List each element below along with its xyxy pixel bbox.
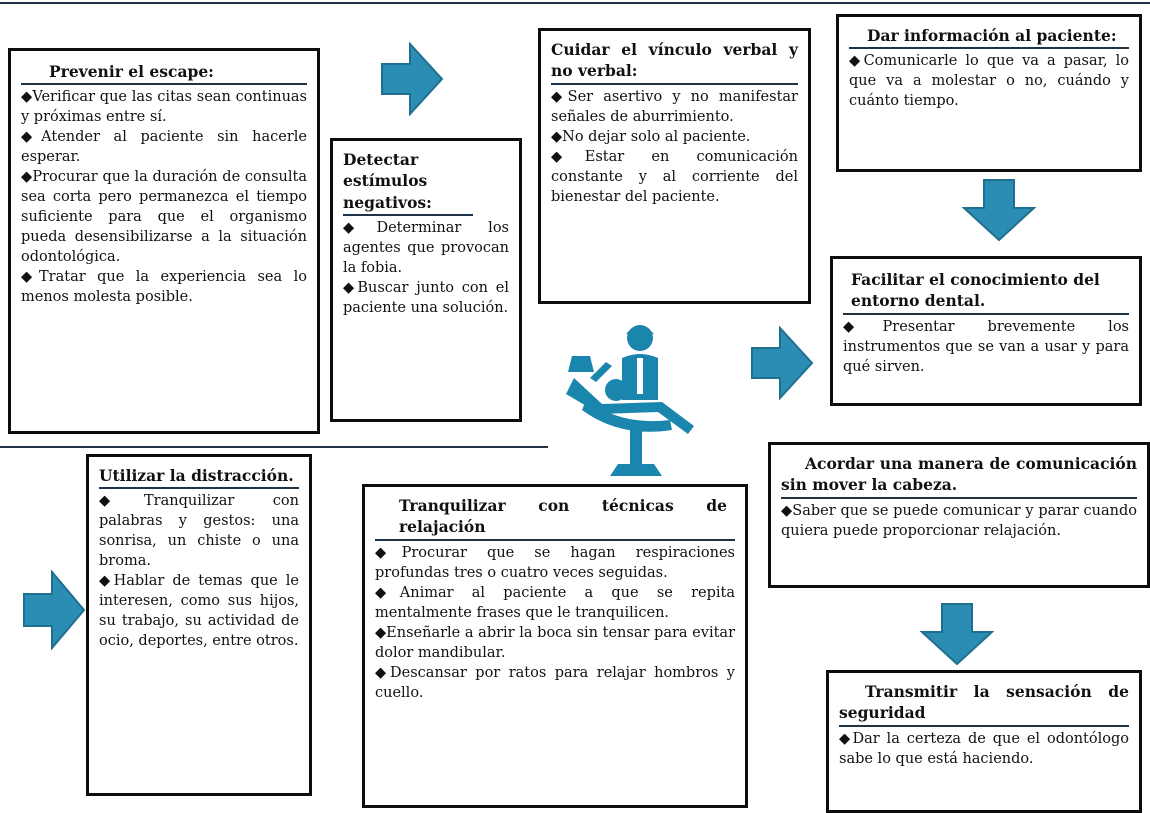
box-title: Tranquilizar con técnicas de relajación (375, 495, 735, 541)
list-item: ◆Descansar por ratos para relajar hombro… (375, 664, 735, 701)
list-item: ◆Saber que se puede comunicar y parar cu… (781, 502, 1137, 539)
box-prevenir-escape: Prevenir el escape: ◆Verificar que las c… (8, 48, 320, 434)
box-title: Prevenir el escape: (21, 61, 307, 86)
box-acordar-comunicacion: Acordar una manera de comunicación sin m… (768, 442, 1150, 588)
list-item: ◆Procurar que la duración de consulta se… (21, 169, 307, 266)
arrow-icon (920, 602, 994, 666)
box-title: Facilitar el conocimiento del entorno de… (843, 269, 1129, 315)
list-item: ◆Buscar junto con el paciente una soluci… (343, 280, 509, 317)
top-rule (0, 2, 1150, 4)
box-title: Dar información al paciente: (849, 25, 1129, 50)
list-item: ◆Animar al paciente a que se repita ment… (375, 584, 735, 621)
arrow-icon (22, 570, 86, 650)
list-item: ◆Determinar los agentes que provocan la … (343, 220, 509, 277)
dentist-chair-icon (560, 316, 710, 488)
box-cuidar-vinculo: Cuidar el vínculo verbal y no verbal: ◆S… (538, 28, 811, 304)
box-utilizar-distraccion: Utilizar la distracción. ◆Tranquilizar c… (86, 454, 312, 796)
list-item: ◆Tratar que la experiencia sea lo menos … (21, 269, 307, 306)
list-item: ◆Ser asertivo y no manifestar señales de… (551, 88, 798, 125)
box-dar-informacion: Dar información al paciente: ◆Comunicarl… (836, 14, 1142, 172)
arrow-icon (380, 42, 444, 116)
list-item: ◆Tranquilizar con palabras y gestos: una… (99, 493, 299, 570)
box-title: Detectar estímulos negativos: (343, 149, 473, 217)
box-title: Transmitir la sensación de seguridad (839, 681, 1129, 727)
arrow-icon (962, 178, 1036, 242)
list-item: ◆Estar en comunicación constante y al co… (551, 148, 798, 205)
list-item: ◆Procurar que se hagan respiraciones pro… (375, 544, 735, 581)
box-title: Acordar una manera de comunicación sin m… (781, 453, 1137, 499)
box-title: Cuidar el vínculo verbal y no verbal: (551, 39, 798, 85)
box-detectar-estimulos: Detectar estímulos negativos: ◆Determina… (330, 138, 522, 422)
arrow-icon (750, 326, 814, 400)
list-item: ◆Presentar brevemente los instrumentos q… (843, 318, 1129, 375)
list-item: ◆Dar la certeza de que el odontólogo sab… (839, 730, 1129, 767)
list-item: ◆No dejar solo al paciente. (551, 128, 751, 145)
middle-rule (0, 446, 548, 448)
list-item: ◆Verificar que las citas sean continuas … (21, 89, 307, 126)
list-item: ◆Comunicarle lo que va a pasar, lo que v… (849, 53, 1129, 110)
box-tranquilizar-relajacion: Tranquilizar con técnicas de relajación … (362, 484, 748, 808)
list-item: ◆Atender al paciente sin hacerle esperar… (21, 129, 307, 166)
box-facilitar-conocimiento: Facilitar el conocimiento del entorno de… (830, 256, 1142, 406)
box-transmitir-seguridad: Transmitir la sensación de seguridad ◆Da… (826, 670, 1142, 813)
list-item: ◆Enseñarle a abrir la boca sin tensar pa… (375, 624, 735, 661)
list-item: ◆Hablar de temas que le interesen, como … (99, 573, 299, 650)
box-title: Utilizar la distracción. (99, 465, 299, 490)
